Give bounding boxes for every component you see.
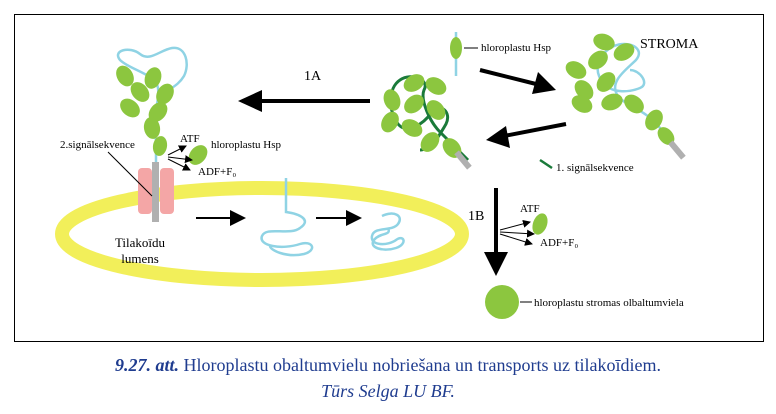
caption-credit: Tūrs Selga LU BF. [321,381,455,401]
protein-with-hsp-left [116,46,188,162]
atf-left-label: ATF [180,133,200,145]
signal-sequence-2-in-membrane [152,162,159,222]
lumen-line2: lumens [121,251,159,266]
step-1b-label: 1B [468,209,484,224]
stroma-protein-label: hloroplastu stromas olbaltumviela [534,297,684,309]
signal-2-label: 2.signālsekvence [60,139,135,151]
caption-number: 9.27. att. [115,355,180,375]
caption-text: Hloroplastu obaltumvielu nobriešana un t… [179,355,661,375]
hsp-top-label: hloroplastu Hsp [481,42,551,54]
signal-1-legend-mark [539,158,553,170]
translocon [138,168,174,214]
arrow-back-to-middle [503,122,567,138]
folded-chain [370,212,405,251]
lumen-line1: Tilakoīdu [115,235,166,250]
figure-caption: 9.27. att. Hloroplastu obaltumvielu nobr… [0,352,776,404]
stroma-protein-ball [485,285,519,319]
stroma-label: STROMA [640,37,699,52]
atf-right-label: ATF [520,203,540,215]
adf-right-label: ADF+F₀ [540,237,578,249]
arrow-to-hsp [479,68,541,87]
step-1a-label: 1A [304,69,322,84]
hsp-right-small [532,213,548,235]
protein-with-signal-middle [381,74,472,170]
unfolded-chain [260,178,314,257]
protein-with-hsp-right [565,33,686,160]
diagram: ATF hloroplastu Hsp ADF+F₀ 2.signālsekve… [55,32,699,319]
hsp-left-label: hloroplastu Hsp [211,139,281,151]
signal-1-label: 1. signālsekvence [556,162,634,174]
hsp-left [188,145,208,165]
hsp-top [450,37,462,59]
thylakoid-membrane [55,181,469,287]
adf-left-label: ADF+F₀ [198,166,236,178]
figure-frame [14,14,764,342]
